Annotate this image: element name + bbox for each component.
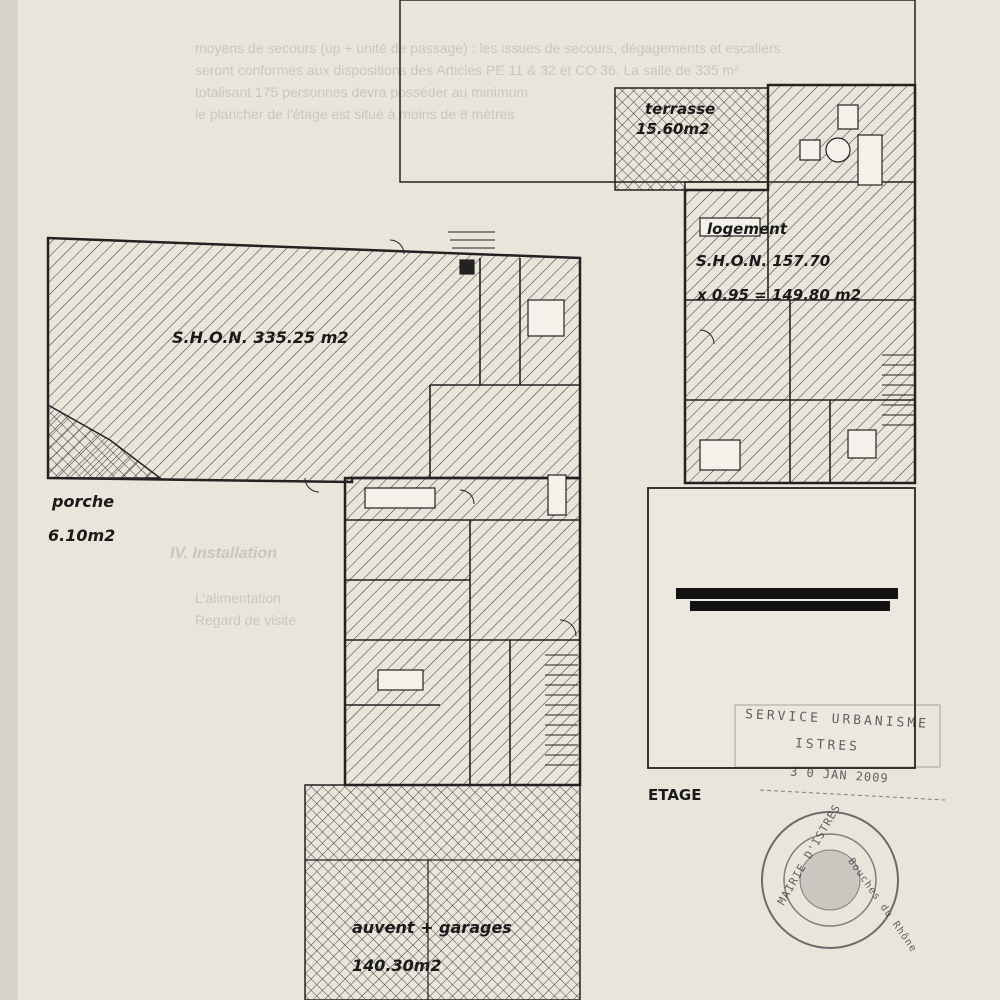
etage-label: ETAGE [648, 786, 702, 804]
auvent-garages-area [304, 784, 581, 1000]
fixtures [364, 104, 883, 691]
middle-block-area [343, 476, 582, 787]
background-text: L'alimentation [195, 590, 281, 606]
logement-shon: S.H.O.N. 157.70 [696, 252, 831, 270]
door-swings [304, 239, 715, 637]
urbanisme-stamp [734, 704, 941, 768]
terrasse-title: terrasse [645, 100, 716, 118]
background-text: Regard de visite [195, 612, 297, 628]
redaction-bar [676, 588, 898, 599]
logement-title: logement [707, 220, 788, 238]
porche-title: porche [52, 492, 115, 511]
stairs [448, 231, 914, 766]
logement-calc: x 0.95 = 149.80 m2 [697, 286, 862, 304]
mairie-seal [761, 811, 899, 949]
interior-walls [345, 190, 915, 785]
background-text: totalisant 175 personnes devra posséder … [195, 84, 529, 100]
background-text: seront conformes aux dispositions des Ar… [195, 62, 739, 78]
terrasse-area: 15.60m2 [636, 120, 710, 138]
porche-area: 6.10m2 [48, 526, 116, 545]
page-edge [0, 0, 18, 1000]
auvent-title: auvent + garages [352, 918, 512, 937]
porche-area [47, 403, 163, 479]
background-text: le plancher de l'étage est situé à moins… [195, 106, 515, 122]
main-wing-area [46, 236, 582, 484]
etage-frame [647, 487, 916, 769]
redaction-bar [690, 601, 890, 611]
background-text: IV. Installation [170, 545, 277, 562]
auvent-area: 140.30m2 [352, 956, 442, 975]
main-shon-label: S.H.O.N. 335.25 m2 [172, 328, 349, 347]
background-text: moyens de secours (up + unité de passage… [195, 40, 781, 56]
